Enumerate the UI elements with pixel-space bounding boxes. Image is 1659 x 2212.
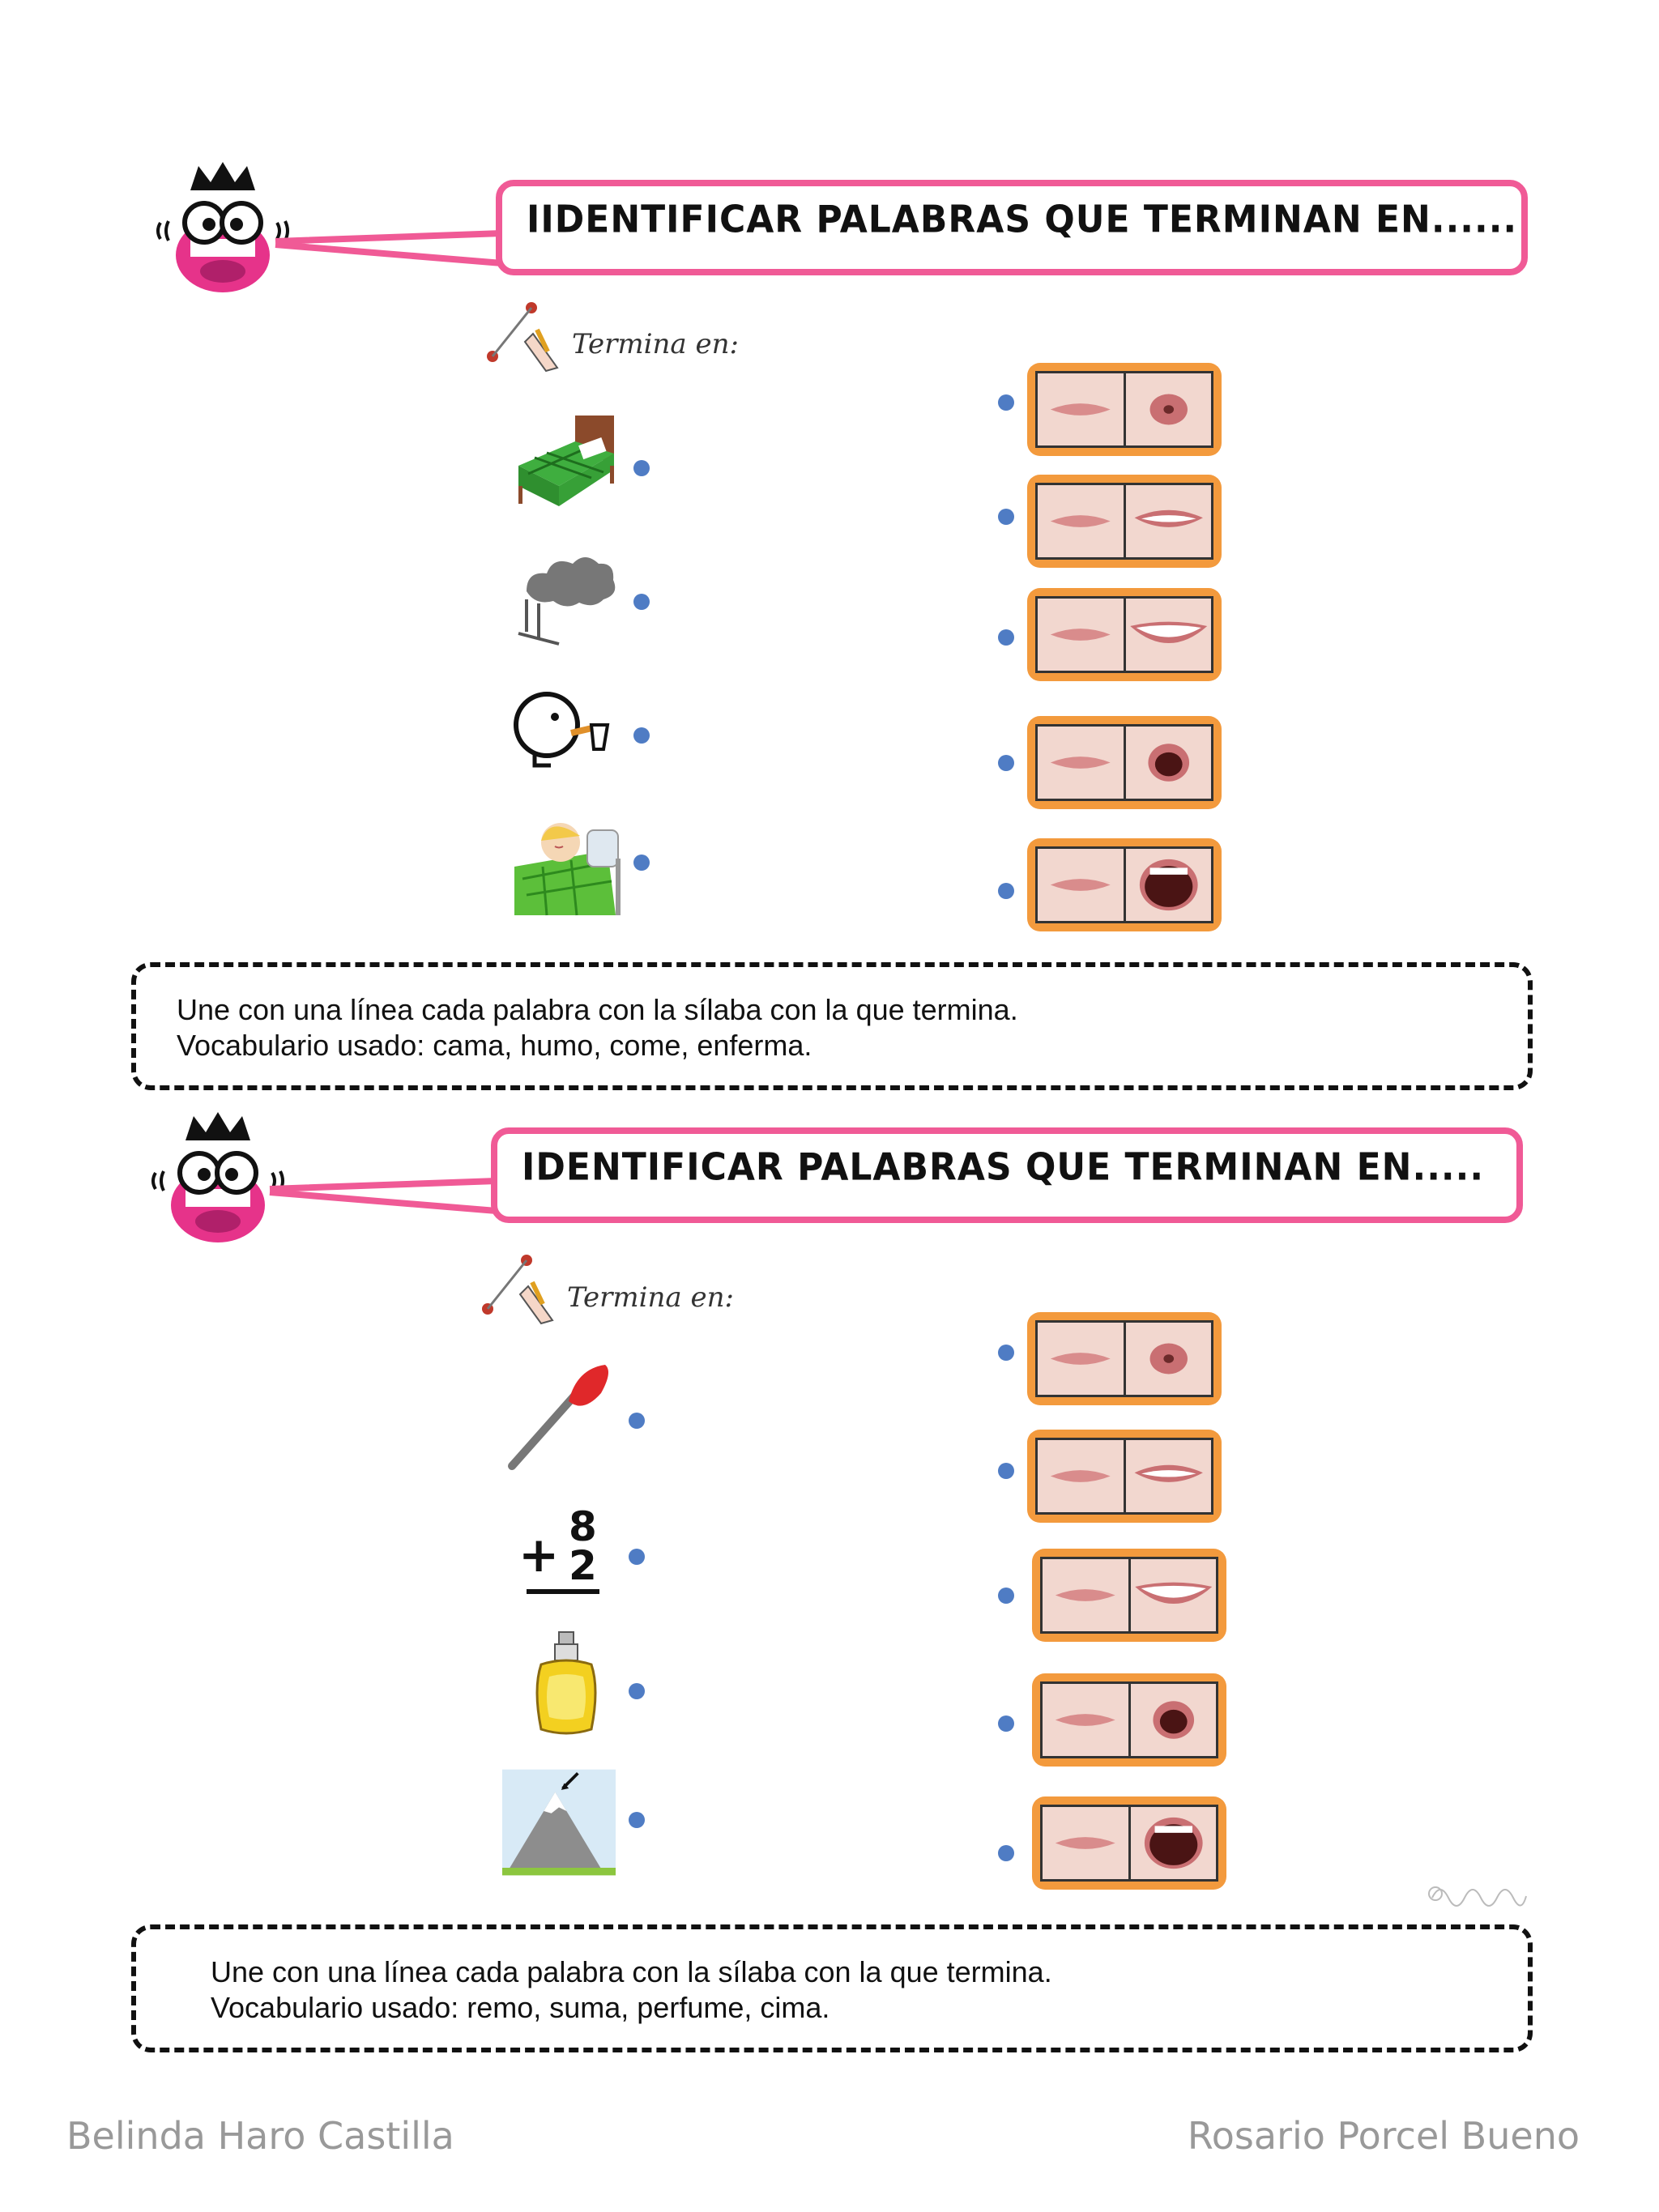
section-title: IDENTIFICAR PALABRAS QUE TERMINAN EN....…	[522, 1145, 1485, 1190]
word-dot[interactable]	[633, 460, 650, 476]
bed-icon	[518, 416, 614, 506]
section-title: IIDENTIFICAR PALABRAS QUE TERMINAN EN...…	[527, 198, 1518, 242]
svg-text:8: 8	[569, 1503, 597, 1550]
eating-face-icon	[514, 692, 610, 768]
syllable-dot[interactable]	[998, 629, 1014, 646]
mountain-peak-icon	[502, 1769, 616, 1876]
sum-icon: 8 + 2	[518, 1503, 599, 1594]
mouth-card-e	[1027, 475, 1222, 568]
mouth-closed-icon	[1050, 515, 1111, 527]
mouth-closed-icon	[1055, 1837, 1115, 1849]
instruction-box: Une con una línea cada palabra con la sí…	[131, 1924, 1533, 2052]
mouth-closed-icon	[1055, 1714, 1115, 1726]
mouth-i-icon	[1129, 621, 1207, 644]
mouth-card-i	[1032, 1549, 1226, 1642]
instruction-box: Une con una línea cada palabra con la sí…	[131, 962, 1533, 1090]
draw-line-icon	[487, 302, 559, 373]
mouth-card-a	[1027, 838, 1222, 931]
termina-label: Termina en:	[572, 328, 739, 360]
mouth-e-icon	[1134, 509, 1203, 527]
vocabulary-text: Vocabulario usado: remo, suma, perfume, …	[211, 1991, 830, 2024]
smoke-icon	[518, 557, 616, 646]
syllable-dot[interactable]	[998, 1845, 1014, 1861]
syllable-dot[interactable]	[998, 755, 1014, 771]
mouth-closed-icon	[1050, 403, 1111, 416]
mouth-card-e	[1027, 1430, 1222, 1523]
sick-person-icon	[514, 823, 621, 916]
mouth-closed-icon	[1050, 879, 1111, 891]
svg-text:+: +	[518, 1527, 559, 1583]
mascot-king-icon	[151, 1112, 284, 1242]
svg-text:2: 2	[569, 1542, 597, 1589]
speech-connector	[269, 1178, 497, 1214]
word-dot[interactable]	[629, 1812, 645, 1828]
draw-line-icon	[482, 1255, 554, 1325]
mouth-e-icon	[1134, 1464, 1203, 1482]
mascot-king-icon	[156, 162, 289, 292]
word-dot[interactable]	[633, 855, 650, 871]
mouth-card-o	[1032, 1673, 1226, 1767]
word-dot[interactable]	[629, 1683, 645, 1699]
instruction-text: Une con una línea cada palabra con la sí…	[211, 1955, 1052, 1988]
mouth-u-icon	[1149, 1343, 1188, 1375]
vocabulary-text: Vocabulario usado: cama, humo, come, enf…	[177, 1029, 812, 1062]
mouth-o-icon	[1147, 744, 1189, 782]
syllable-dot[interactable]	[998, 1588, 1014, 1604]
mouth-a-icon	[1144, 1817, 1203, 1869]
instruction-text: Une con una línea cada palabra con la sí…	[177, 993, 1018, 1026]
word-dot[interactable]	[633, 727, 650, 744]
mouth-a-icon	[1139, 859, 1198, 911]
footer-author-right: Rosario Porcel Bueno	[1187, 2114, 1580, 2158]
word-dot[interactable]	[629, 1549, 645, 1565]
mouth-o-icon	[1152, 1701, 1194, 1739]
title-box: IIDENTIFICAR PALABRAS QUE TERMINAN EN...…	[496, 180, 1528, 275]
oar-icon	[508, 1365, 608, 1470]
syllable-dot[interactable]	[998, 1715, 1014, 1732]
mouth-i-icon	[1134, 1582, 1212, 1605]
mouth-card-u	[1027, 363, 1222, 456]
termina-label: Termina en:	[567, 1281, 734, 1314]
word-dot[interactable]	[629, 1413, 645, 1429]
word-dot[interactable]	[633, 594, 650, 610]
syllable-dot[interactable]	[998, 394, 1014, 411]
mouth-closed-icon	[1050, 629, 1111, 641]
syllable-dot[interactable]	[998, 1463, 1014, 1479]
footer-author-left: Belinda Haro Castilla	[66, 2114, 454, 2158]
syllable-dot[interactable]	[998, 509, 1014, 525]
mouth-closed-icon	[1050, 1353, 1111, 1365]
syllable-dot[interactable]	[998, 883, 1014, 899]
mouth-closed-icon	[1050, 757, 1111, 769]
mouth-card-o	[1027, 716, 1222, 809]
mouth-card-a	[1032, 1796, 1226, 1890]
speech-connector	[275, 230, 503, 266]
mouth-closed-icon	[1050, 1470, 1111, 1482]
mouth-card-i	[1027, 588, 1222, 681]
watermark-signature-icon	[1428, 1886, 1527, 1907]
perfume-icon	[535, 1631, 597, 1735]
mouth-u-icon	[1149, 394, 1188, 425]
mouth-closed-icon	[1055, 1589, 1115, 1601]
syllable-dot[interactable]	[998, 1345, 1014, 1361]
title-box: IDENTIFICAR PALABRAS QUE TERMINAN EN....…	[491, 1127, 1523, 1223]
mouth-card-u	[1027, 1312, 1222, 1405]
